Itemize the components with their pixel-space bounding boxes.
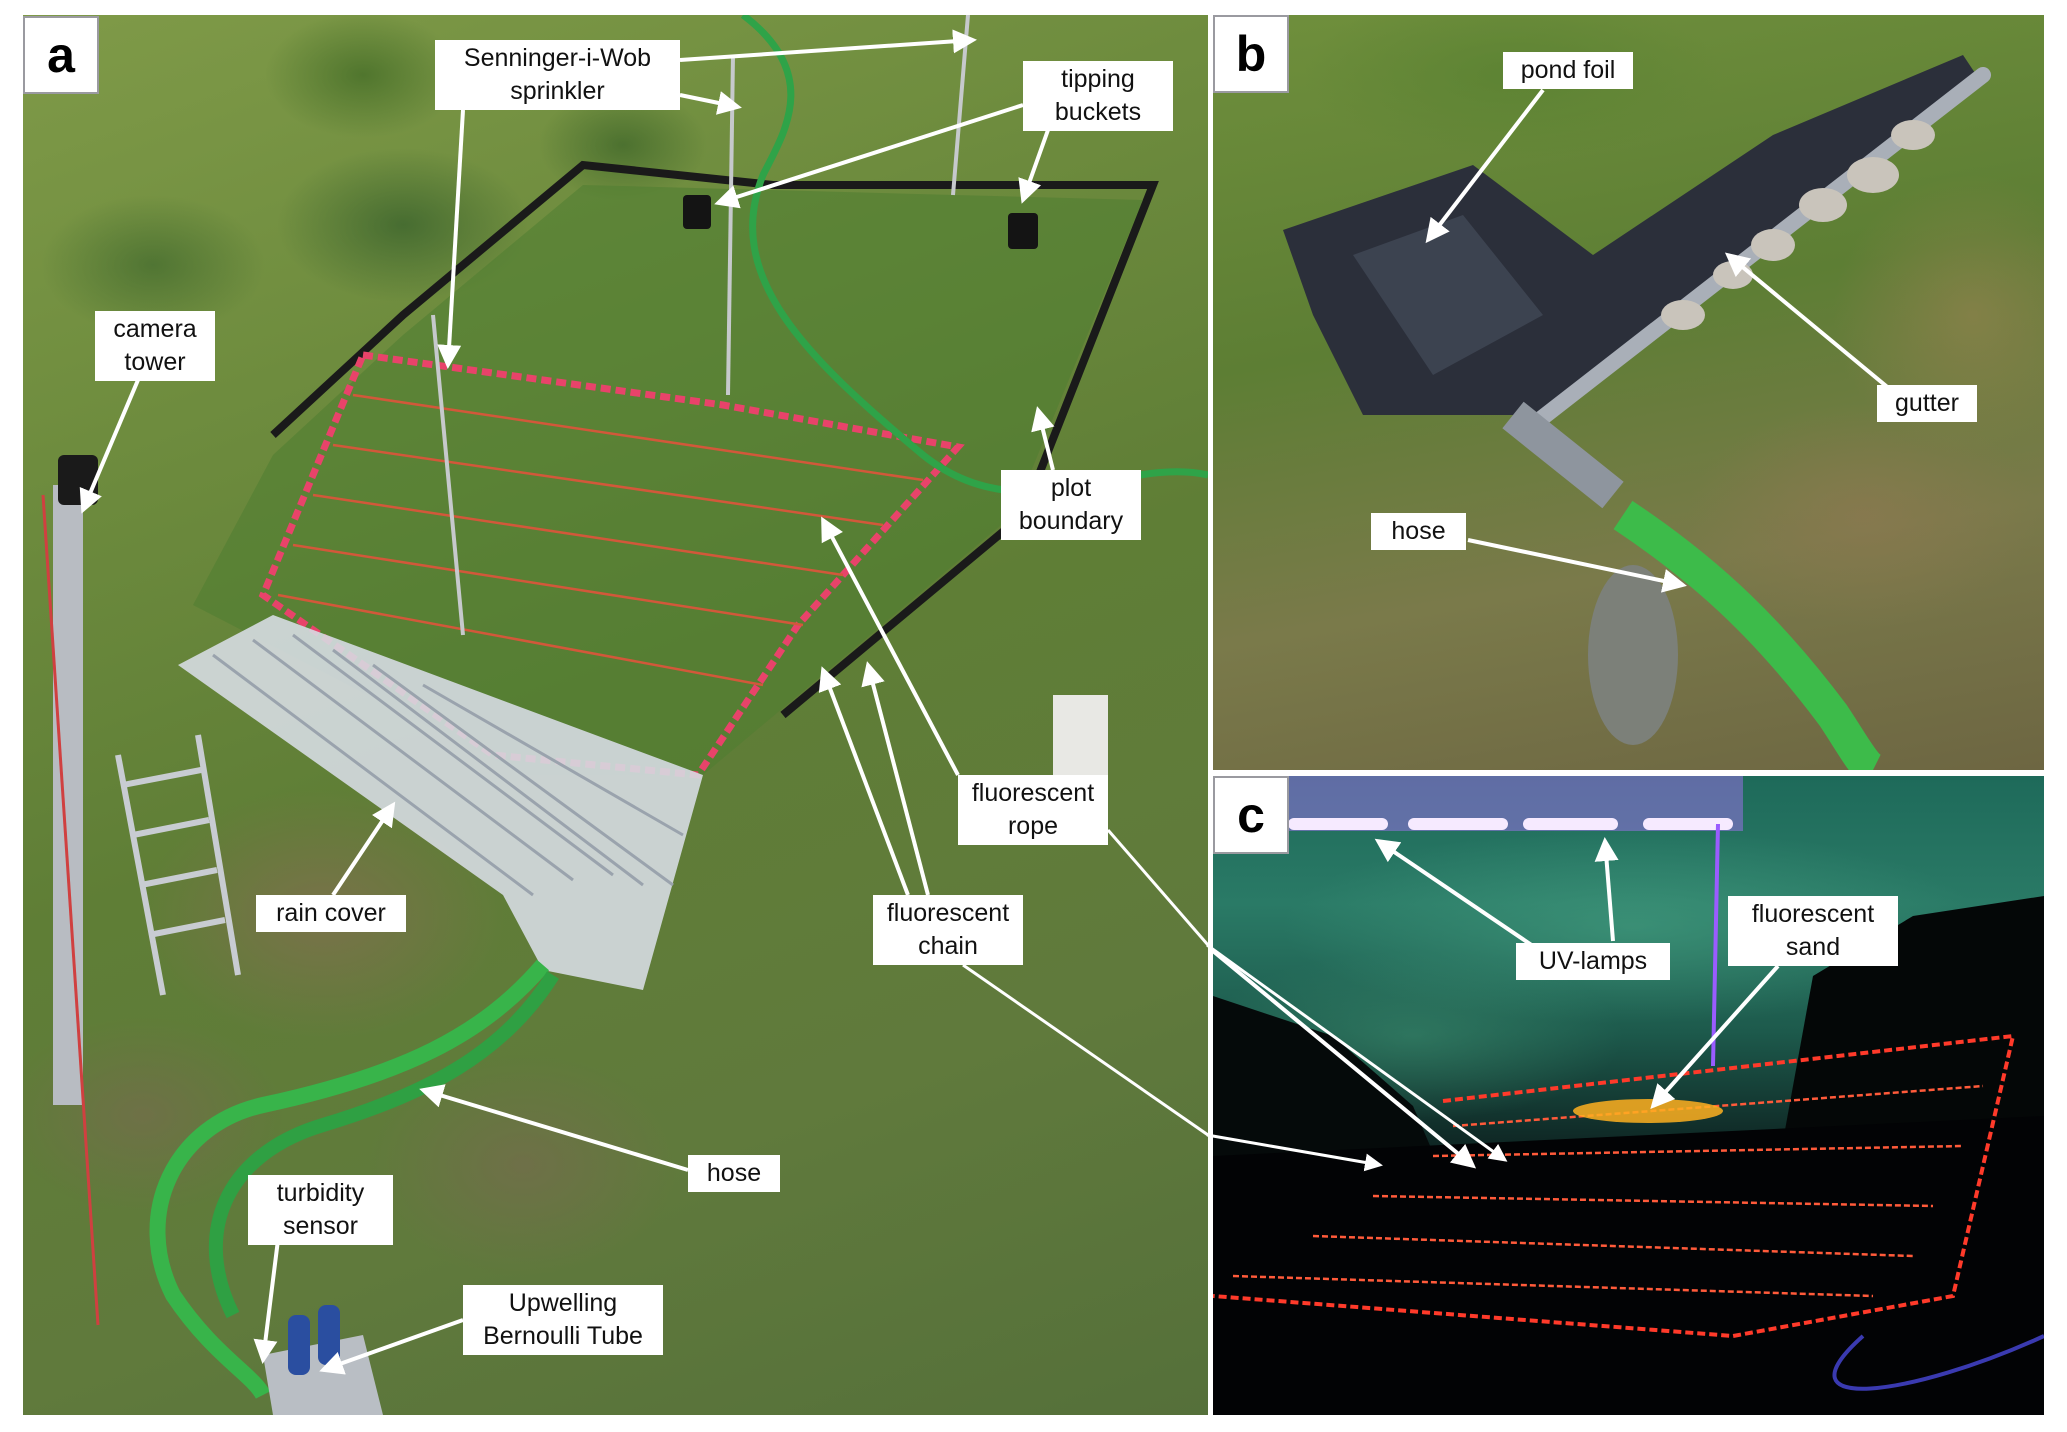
pond-foil [1283,55,1983,415]
fluorescent-chain-c [1213,1033,2016,1339]
label-pond-foil-text: pond foil [1520,56,1616,84]
label-bernoulli-tube: Upwelling Bernoulli Tube [463,1285,663,1355]
label-hose-b: hose [1371,513,1466,550]
camera-tower [41,455,100,1326]
label-tipping-buckets-text: tipping buckets [1054,65,1142,126]
label-uv-lamps: UV-lamps [1516,943,1670,980]
uv-frame-pole [1711,823,1720,1067]
label-turbidity-sensor: turbidity sensor [248,1175,393,1245]
label-fluorescent-rope-text: fluorescent rope [971,779,1095,840]
label-fluorescent-chain: fluorescent chain [873,895,1023,965]
label-gutter-text: gutter [1895,389,1959,417]
fluorescent-chain [258,351,965,779]
label-fluorescent-chain-text: fluorescent chain [886,899,1010,960]
label-fluorescent-rope: fluorescent rope [958,775,1108,845]
label-gutter: gutter [1877,385,1977,422]
panel-b-gutter-photo: b pond foil gutter hose [1213,15,2044,770]
panel-c-scene [1213,776,2044,1415]
green-hose-thick [149,959,550,1400]
label-sprinkler: Senninger-i-Wob sprinkler [435,40,680,110]
rain-cover-ribs [212,633,684,897]
label-camera-tower-text: camera tower [113,315,197,376]
tipping-bucket-1 [683,195,711,229]
label-hose-b-text: hose [1391,517,1446,545]
label-hose-a-text: hose [706,1159,762,1187]
panel-a-letter: a [23,16,99,94]
label-fluorescent-sand-text: fluorescent sand [1751,900,1875,961]
ladder [115,734,241,996]
label-rain-cover-text: rain cover [276,899,386,927]
panel-b-scene [1283,55,1991,770]
ground-dark [1213,1116,2044,1415]
fluorescent-ropes [277,393,924,687]
panel-a-scene [41,15,1208,1415]
sprinkler-pole-2 [951,15,970,196]
label-pond-foil: pond foil [1503,52,1633,89]
boulder [1588,565,1678,745]
pond-foil-highlight [1353,215,1543,375]
label-camera-tower: camera tower [95,311,215,381]
panel-c-uv-night-photo: c UV-lamps fluorescent sand [1213,776,2044,1415]
label-fluorescent-sand: fluorescent sand [1728,896,1898,966]
label-hose-a: hose [688,1155,780,1192]
tipping-bucket-2 [1008,213,1038,249]
label-turbidity-sensor-text: turbidity sensor [276,1179,365,1240]
green-hose-thick-2 [208,971,559,1319]
label-sprinkler-text: Senninger-i-Wob sprinkler [463,44,652,105]
plot-area [193,185,1143,775]
panel-c-letter: c [1213,776,1289,854]
label-plot-boundary: plot boundary [1001,470,1141,540]
label-uv-lamps-text: UV-lamps [1538,947,1648,975]
panel-b-letter: b [1213,15,1289,93]
label-tipping-buckets: tipping buckets [1023,61,1173,131]
label-plot-boundary-text: plot boundary [1018,474,1124,535]
label-bernoulli-tube-text: Upwelling Bernoulli Tube [483,1289,643,1350]
blue-cable [1832,1334,2044,1391]
gutter-outlet [1502,401,1624,509]
uv-lamp-tubes [1288,818,1733,830]
panel-a-field-photo: a Senninger-i-Wob sprinkler tipping buc [23,15,1208,1415]
label-rain-cover: rain cover [256,895,406,932]
bernoulli-tube-box [263,1305,383,1415]
rain-cover [178,615,703,990]
fluorescent-sand-patch [1573,1099,1723,1123]
